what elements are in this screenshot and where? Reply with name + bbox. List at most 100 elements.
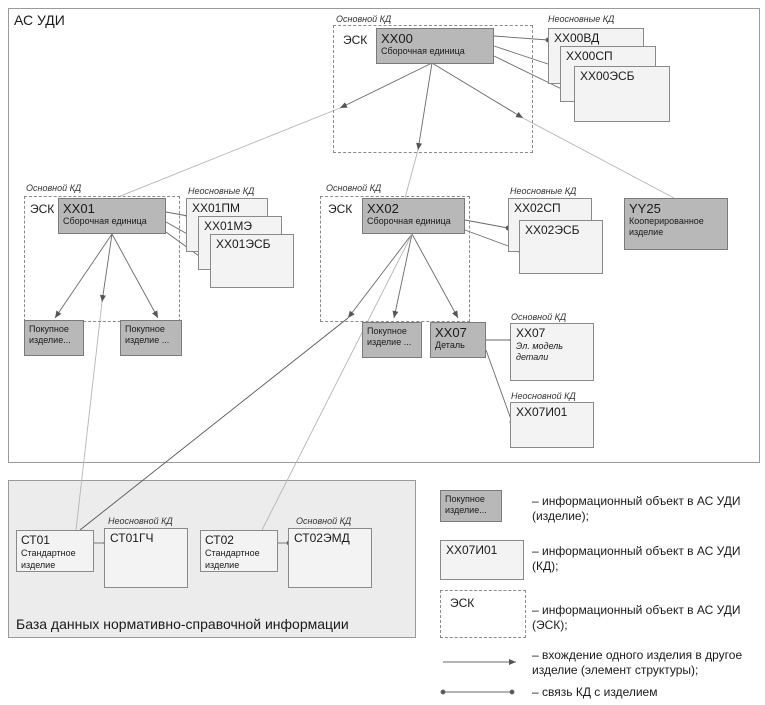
unit-yy25-name-2: изделие <box>629 227 664 237</box>
xx00-aux-kd-label: Неосновные КД <box>548 14 615 24</box>
unit-xx07-code: ХХ07 <box>435 325 467 340</box>
legend-doc-text: – информационный объект в АС УДИ (КД); <box>532 544 740 574</box>
unit-xx07[interactable]: ХХ07 Деталь <box>430 322 486 358</box>
purchased-item-2[interactable]: Покупное изделие ... <box>120 320 182 356</box>
unit-xx00-name: Сборочная единица <box>381 46 465 56</box>
std-ct02-name-1: Стандартное <box>205 548 260 558</box>
unit-yy25-name-1: Кооперированное <box>629 216 704 226</box>
doc-xx01esb[interactable]: ХХ01ЭСБ <box>210 234 294 288</box>
doc-xx01pm-code: ХХ01ПМ <box>192 201 240 215</box>
xx01-aux-kd-label: Неосновные КД <box>188 186 255 196</box>
xx07-aux-kd-label: Неосновной КД <box>511 391 576 401</box>
doc-xx00esb-code: ХХ00ЭСБ <box>580 69 635 83</box>
ct01-aux-kd-label: Неосновной КД <box>108 516 173 526</box>
xx00-main-kd-label: Основной КД <box>336 14 392 24</box>
legend-link-text: – связь КД с изделием <box>532 685 657 700</box>
asudi-region-title: АС УДИ <box>14 12 65 28</box>
doc-xx02esb[interactable]: ХХ02ЭСБ <box>519 220 603 274</box>
purchased-item-3-line2: изделие ... <box>367 337 412 347</box>
doc-xx00vd-code: ХХ00ВД <box>554 31 600 45</box>
legend-arrow-text: – вхождение одного изделия в другое изде… <box>532 648 742 678</box>
doc-xx07-model-sub1: Эл. модель <box>516 341 563 351</box>
unit-xx02[interactable]: ХХ02 Сборочная единица <box>362 198 465 234</box>
unit-xx02-code: ХХ02 <box>367 201 399 216</box>
unit-xx00[interactable]: ХХ00 Сборочная единица <box>376 28 494 64</box>
doc-xx02sp-code: ХХ02СП <box>514 201 561 215</box>
doc-xx07-model-code: ХХ07 <box>516 326 546 340</box>
doc-xx00sp-code: ХХ00СП <box>566 49 613 63</box>
doc-ct01gch-code: СТ01ГЧ <box>110 531 154 545</box>
legend-arrow-text-line1: – вхождение одного изделия в другое <box>532 648 743 662</box>
unit-xx02-name: Сборочная единица <box>367 216 451 226</box>
std-ct01[interactable]: СТ01 Стандартное изделие <box>16 530 94 572</box>
esk-xx02[interactable] <box>320 196 470 322</box>
esk-xx00[interactable] <box>333 25 533 153</box>
std-ct02-code: СТ02 <box>205 533 234 547</box>
unit-yy25-code: YY25 <box>629 201 661 216</box>
std-ct02[interactable]: СТ02 Стандартное изделие <box>200 530 278 572</box>
unit-xx01-name: Сборочная единица <box>63 216 147 226</box>
purchased-item-1-line2: изделие... <box>29 335 71 345</box>
esk-xx01-label: ЭСК <box>30 202 55 216</box>
purchased-item-3[interactable]: Покупное изделие ... <box>362 322 422 358</box>
unit-xx00-code: ХХ00 <box>381 31 413 46</box>
xx02-aux-kd-label: Неосновные КД <box>510 186 577 196</box>
doc-xx00esb[interactable]: ХХ00ЭСБ <box>574 66 670 122</box>
esk-xx01[interactable] <box>24 196 180 322</box>
legend-esk-text: – информационный объект в АС УДИ (ЭСК); <box>532 603 740 633</box>
doc-ct02emd[interactable]: СТ02ЭМД <box>288 528 372 588</box>
doc-xx07-model[interactable]: ХХ07 Эл. модель детали <box>510 323 594 381</box>
line-to-yy25 <box>522 117 675 199</box>
purchased-item-3-line1: Покупное <box>367 326 407 336</box>
unit-xx07-name: Деталь <box>435 340 465 350</box>
doc-ct02emd-code: СТ02ЭМД <box>294 531 350 545</box>
arrow-xx00-yy25 <box>431 62 524 119</box>
legend-doc-sample-code: ХХ07И01 <box>446 543 498 557</box>
ct02-main-kd-label: Основной КД <box>296 516 352 526</box>
legend-unit-sample-line2: изделие... <box>445 505 487 515</box>
legend-doc-text-line2: (КД); <box>532 559 559 573</box>
purchased-item-1-line1: Покупное <box>29 324 69 334</box>
unit-yy25[interactable]: YY25 Кооперированное изделие <box>624 198 728 250</box>
legend-unit-text-line1: – информационный объект в АС УДИ <box>532 494 741 508</box>
legend-arrow-text-line2: изделие (элемент структуры); <box>532 663 699 677</box>
nsi-database-title: База данных нормативно-справочной информ… <box>16 616 349 632</box>
legend-unit-sample: Покупное изделие... <box>440 490 502 522</box>
unit-xx01[interactable]: ХХ01 Сборочная единица <box>58 198 166 234</box>
std-ct01-name-2: изделие <box>21 560 56 570</box>
legend-esk-sample-label: ЭСК <box>450 596 475 610</box>
doc-xx07-model-sub2: детали <box>516 352 549 362</box>
legend-unit-sample-line1: Покупное <box>445 494 485 504</box>
esk-xx02-label: ЭСК <box>328 202 353 216</box>
doc-ct01gch[interactable]: СТ01ГЧ <box>104 528 188 588</box>
xx07-main-kd-label: Основной КД <box>511 312 567 322</box>
purchased-item-1[interactable]: Покупное изделие... <box>24 320 84 356</box>
line-to-xx02 <box>404 149 419 199</box>
doc-xx07i01-code: ХХ07И01 <box>516 405 568 419</box>
legend-esk-text-line1: – информационный объект в АС УДИ <box>532 603 741 617</box>
esk-xx00-label: ЭСК <box>343 33 368 47</box>
arrow-xx00-esk-xx01 <box>339 62 433 109</box>
legend-unit-text-line2: (изделие); <box>532 509 589 523</box>
xx01-main-kd-label: Основной КД <box>26 183 82 193</box>
doc-xx07i01[interactable]: ХХ07И01 <box>510 402 594 448</box>
doc-xx02esb-code: ХХ02ЭСБ <box>525 223 580 237</box>
arrow-xx00-esk-xx02 <box>416 62 433 151</box>
std-ct01-name-1: Стандартное <box>21 548 76 558</box>
unit-xx01-code: ХХ01 <box>63 201 95 216</box>
std-ct02-name-2: изделие <box>205 560 240 570</box>
legend-unit-text: – информационный объект в АС УДИ (издели… <box>532 494 740 524</box>
xx02-main-kd-label: Основной КД <box>326 183 382 193</box>
legend-esk-sample <box>440 590 526 638</box>
purchased-item-2-line1: Покупное <box>125 324 165 334</box>
doc-xx01esb-code: ХХ01ЭСБ <box>216 237 271 251</box>
doc-xx01me-code: ХХ01МЭ <box>204 219 252 233</box>
std-ct01-code: СТ01 <box>21 533 50 547</box>
legend-esk-text-line2: (ЭСК); <box>532 618 568 632</box>
legend-doc-sample: ХХ07И01 <box>440 540 524 580</box>
purchased-item-2-line2: изделие ... <box>125 335 170 345</box>
line-to-xx01 <box>117 107 341 198</box>
legend-link-text-line1: – связь КД с изделием <box>532 685 658 699</box>
legend-doc-text-line1: – информационный объект в АС УДИ <box>532 544 741 558</box>
